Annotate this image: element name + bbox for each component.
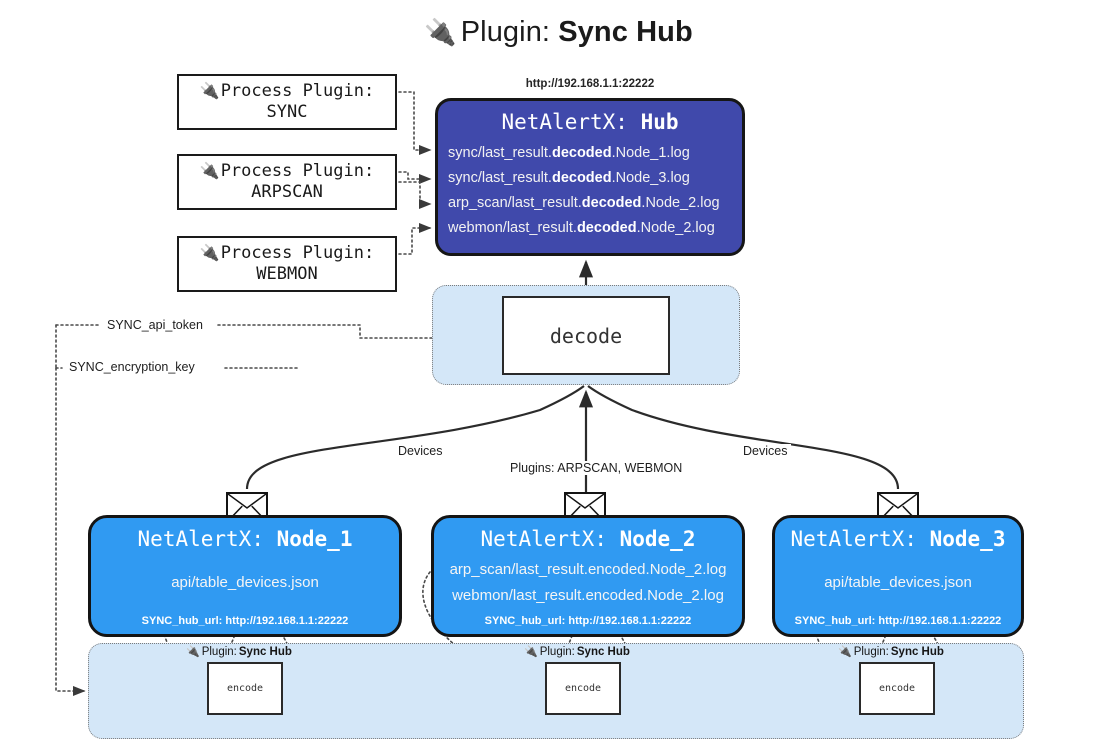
edge-label-api-token: SYNC_api_token <box>103 318 207 332</box>
edge-label-devices-right: Devices <box>739 444 792 458</box>
edge-label-devices-left: Devices <box>394 444 447 458</box>
encode-plugin-caption: 🔌Plugin: Sync Hub <box>838 645 944 659</box>
page-title-name: Sync Hub <box>558 16 693 48</box>
process-plugin-name: SYNC <box>266 102 308 122</box>
node-hub-url: SYNC_hub_url: http://192.168.1.1:22222 <box>484 615 692 627</box>
node-box-node-1[interactable]: NetAlertX: Node_1 api/table_devices.json… <box>88 515 402 637</box>
hub-log-line: arp_scan/last_result.decoded.Node_2.log <box>448 194 720 211</box>
hub-log-line: webmon/last_result.decoded.Node_2.log <box>448 219 715 236</box>
hub-title-name: Hub <box>640 110 679 134</box>
edge-label-plugins: Plugins: ARPSCAN, WEBMON <box>506 461 687 475</box>
hub-node[interactable]: NetAlertX: Hub sync/last_result.decoded.… <box>435 98 745 256</box>
page-title: 🔌Plugin: Sync Hub <box>0 16 1117 49</box>
hub-title-prefix: NetAlertX: <box>501 110 641 134</box>
encode-box-node-2[interactable]: encode <box>545 662 621 715</box>
hub-title: NetAlertX: Hub <box>501 110 678 134</box>
electric-plug-icon: 🔌 <box>838 646 852 658</box>
node-title: NetAlertX: Node_1 <box>137 527 353 551</box>
node-title: NetAlertX: Node_2 <box>480 527 696 551</box>
encode-plugin-caption: 🔌Plugin: Sync Hub <box>524 645 630 659</box>
node-hub-url: SYNC_hub_url: http://192.168.1.1:22222 <box>794 615 1002 627</box>
electric-plug-icon: 🔌 <box>186 646 200 658</box>
node-resource-line: arp_scan/last_result.encoded.Node_2.log <box>449 561 727 578</box>
node-resource-line: webmon/last_result.encoded.Node_2.log <box>452 587 724 604</box>
process-plugin-sync[interactable]: 🔌Process Plugin: SYNC <box>177 74 397 130</box>
electric-plug-icon: 🔌 <box>524 646 538 658</box>
electric-plug-icon: 🔌 <box>199 243 220 263</box>
encode-box-node-1[interactable]: encode <box>207 662 283 715</box>
process-plugin-name: WEBMON <box>256 264 318 284</box>
node-title: NetAlertX: Node_3 <box>790 527 1006 551</box>
process-plugin-label: Process Plugin: <box>220 80 375 101</box>
node-hub-url: SYNC_hub_url: http://192.168.1.1:22222 <box>141 615 349 627</box>
hub-url-label: http://192.168.1.1:22222 <box>525 78 655 90</box>
decode-box[interactable]: decode <box>502 296 670 375</box>
electric-plug-icon: 🔌 <box>199 161 220 181</box>
process-plugin-label: Process Plugin: <box>220 160 375 181</box>
hub-log-line: sync/last_result.decoded.Node_3.log <box>448 169 690 186</box>
process-plugin-webmon[interactable]: 🔌Process Plugin: WEBMON <box>177 236 397 292</box>
edge-label-encryption-key: SYNC_encryption_key <box>65 360 199 374</box>
hub-log-line: sync/last_result.decoded.Node_1.log <box>448 145 690 161</box>
node-box-node-3[interactable]: NetAlertX: Node_3 api/table_devices.json… <box>772 515 1024 637</box>
node-box-node-2[interactable]: NetAlertX: Node_2 arp_scan/last_result.e… <box>431 515 745 637</box>
process-plugin-arpscan[interactable]: 🔌Process Plugin: ARPSCAN <box>177 154 397 210</box>
electric-plug-icon: 🔌 <box>199 81 220 101</box>
encode-plugin-caption: 🔌Plugin: Sync Hub <box>186 645 292 659</box>
node-resource-line: api/table_devices.json <box>824 574 972 591</box>
process-plugin-name: ARPSCAN <box>251 182 323 202</box>
page-title-prefix: Plugin: <box>460 16 559 48</box>
process-plugin-label: Process Plugin: <box>220 242 375 263</box>
electric-plug-icon: 🔌 <box>424 17 457 47</box>
encode-box-node-3[interactable]: encode <box>859 662 935 715</box>
node-resource-line: api/table_devices.json <box>171 574 319 591</box>
